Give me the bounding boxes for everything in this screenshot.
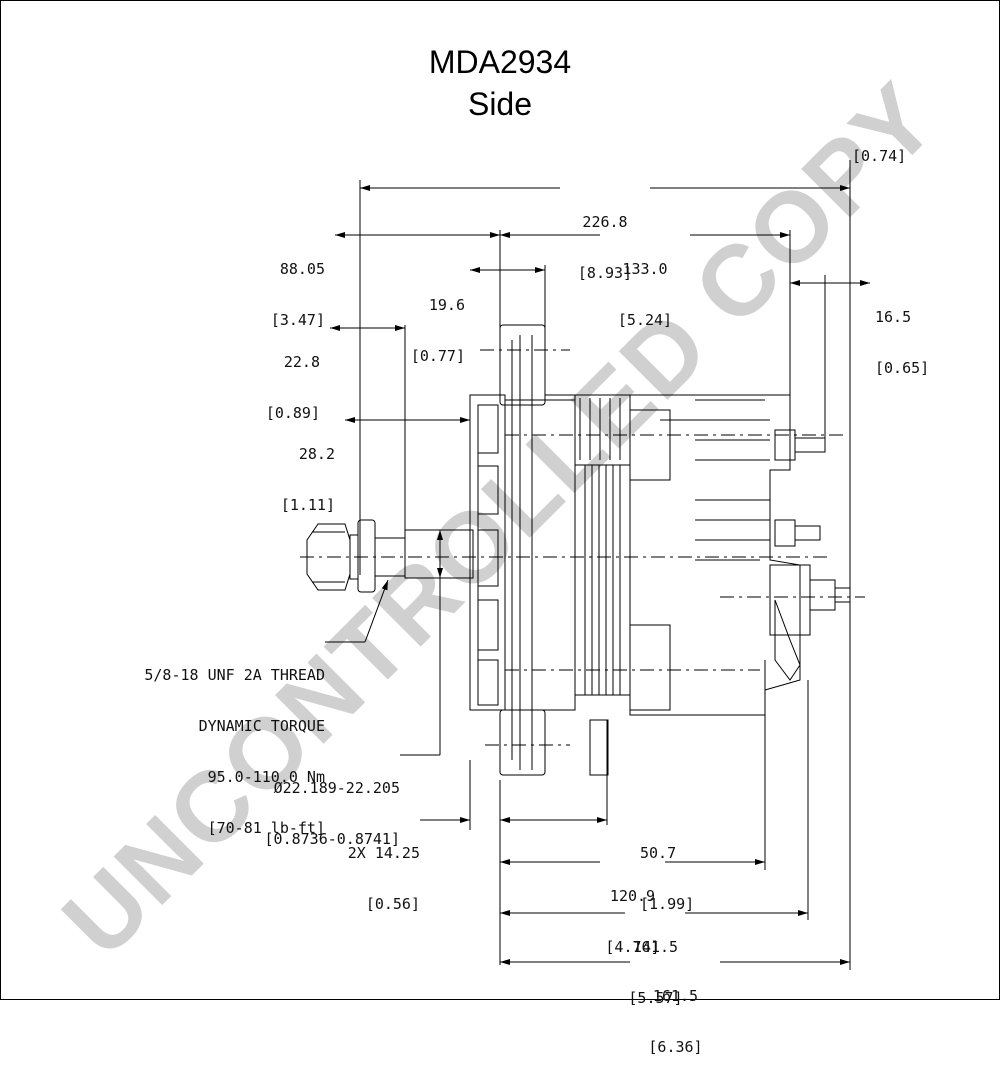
dim-in: [1.99] (640, 895, 695, 913)
dim-in: [6.36] (648, 1038, 703, 1056)
leader-thread (364, 579, 389, 643)
dim-in: [0.89] (265, 404, 320, 422)
thread-spec: 5/8-18 UNF 2A THREAD (144, 666, 325, 684)
torque-lbft: [70-81 lb-ft] (207, 819, 325, 837)
dim-label-88: 88.05 [3.47] (240, 227, 325, 346)
pulley-top (499, 324, 546, 406)
dim-label-133: 133.0 [5.24] (605, 227, 685, 346)
shaft (404, 529, 474, 579)
dim-label-226: 226.8 [8.93] (565, 180, 645, 299)
dim-label-shaft: Ø22.189-22.205 [0.8736-0.8741] (205, 746, 400, 865)
washer (357, 519, 376, 593)
dim-mm: 19.6 (428, 296, 465, 314)
dim-in: [3.47] (270, 311, 325, 329)
fan (469, 394, 506, 711)
front-housing (504, 399, 576, 711)
dim-mm: 22.8 (283, 353, 320, 371)
dim-label-282: 28.2 [1.11] (255, 412, 335, 531)
alternator-side-drawing (300, 160, 870, 970)
dim-in: [5.24] (617, 311, 673, 329)
dim-mm: 88.05 (279, 260, 325, 278)
dim-mm: 2X 14.25 (347, 844, 420, 862)
regulator-connector (769, 564, 811, 636)
dim-in: [0.77] (410, 347, 465, 365)
dim-mm: 28.2 (298, 445, 335, 463)
pulley-bottom (499, 709, 546, 776)
dim-mm: 226.8 (582, 213, 628, 231)
dim-label-1425: 2X 14.25 [0.56] (315, 811, 420, 930)
drawing-title: MDA2934 (428, 44, 572, 80)
stator-fins (584, 465, 621, 695)
thread-callout: 5/8-18 UNF 2A THREAD DYNAMIC TORQUE 95.0… (100, 633, 325, 854)
center-lines (300, 349, 865, 746)
dim-mm: Ø22.189-22.205 (273, 779, 400, 797)
dim-in: [0.56] (365, 895, 420, 913)
stator (574, 464, 631, 696)
dim-in: [8.93] (577, 264, 633, 282)
dim-in: [0.8736-0.8741] (264, 830, 400, 848)
terminal-stud-middle (774, 519, 796, 547)
dim-mm: 161.5 (652, 987, 699, 1005)
dim-mm: 16.5 (875, 308, 912, 326)
dim-label-1615: 161.5 [6.36] (638, 954, 713, 1073)
dim-in: [4.76] (605, 938, 660, 956)
drawing-view-label: Side (467, 86, 533, 122)
dim-label-top-bracket: [0.74] (852, 147, 907, 165)
dim-label-19: 19.6 [0.77] (380, 263, 465, 382)
dim-in: [0.65] (875, 359, 930, 377)
dim-label-165: 16.5 [0.65] (875, 275, 929, 394)
output-terminal (834, 587, 851, 603)
dim-label-228: 22.8 [0.89] (240, 320, 320, 439)
dim-in: [1.11] (280, 496, 335, 514)
dim-mm: 50.7 (640, 844, 677, 862)
dim-mm: 133.0 (622, 260, 668, 278)
dim-mm: 141.5 (632, 938, 679, 956)
dim-label-507: 50.7 [1.99] (640, 811, 694, 930)
dim-label-1209: 120.9 [4.76] (595, 854, 670, 973)
torque-nm: 95.0-110.0 Nm (207, 768, 325, 786)
torque-label: DYNAMIC TORQUE (198, 717, 325, 735)
dim-mm: 120.9 (609, 887, 656, 905)
